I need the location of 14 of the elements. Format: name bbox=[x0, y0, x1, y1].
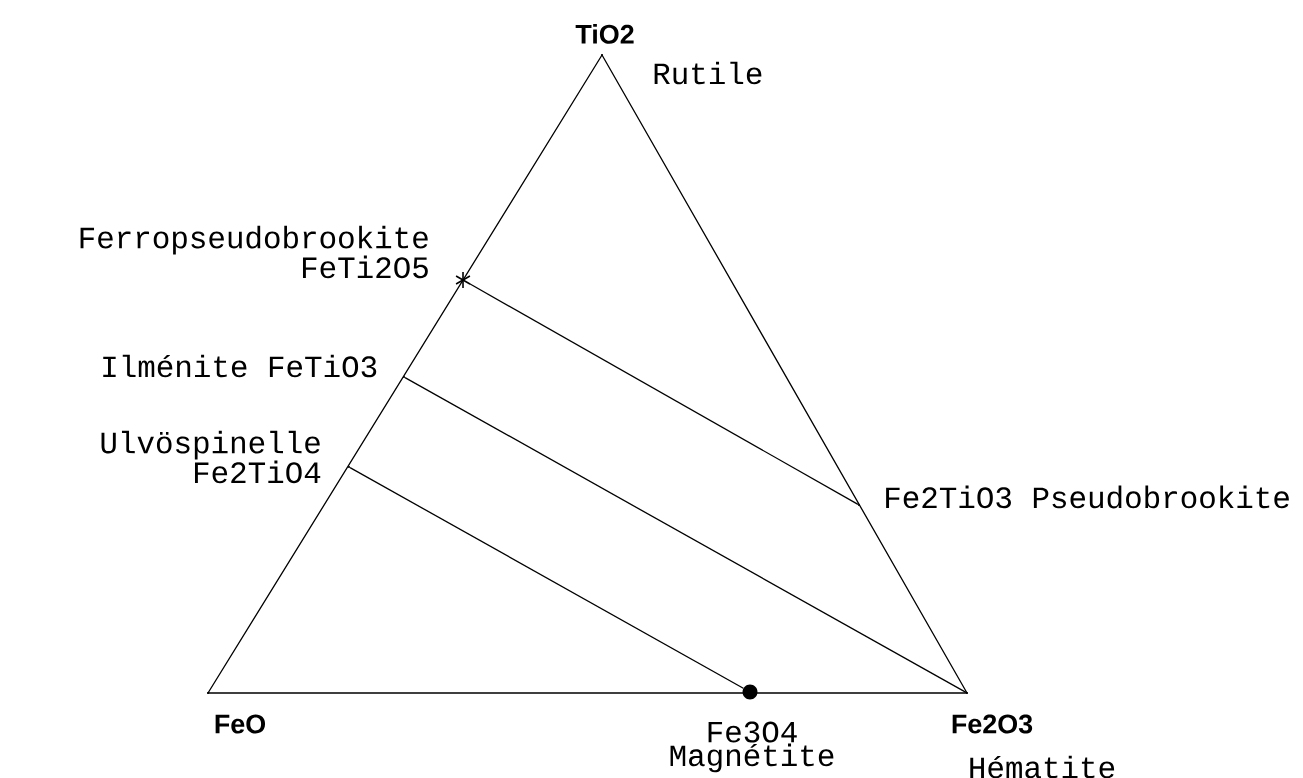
dot-marker bbox=[742, 684, 758, 700]
vertex-label: FeO bbox=[215, 714, 266, 734]
phase-label: Hématite bbox=[970, 755, 1115, 778]
phase-label: Ilménite FeTiO3 bbox=[103, 354, 377, 378]
phase-label: Rutile bbox=[654, 61, 762, 85]
phase-label: Fe2TiO3 Pseudobrookite bbox=[886, 485, 1289, 509]
vertex-label: TiO2 bbox=[575, 24, 634, 44]
vertex-label: Fe2O3 bbox=[952, 714, 1033, 734]
tie-line bbox=[349, 466, 744, 689]
star-marker bbox=[455, 271, 471, 289]
phase-label: Ferropseudobrookite FeTi2O5 bbox=[80, 225, 428, 279]
tie-line bbox=[468, 282, 859, 506]
phase-label: Fe3O4 Magnétite bbox=[670, 721, 834, 773]
phase-label: Ulvöspinelle Fe2TiO4 bbox=[101, 430, 321, 484]
